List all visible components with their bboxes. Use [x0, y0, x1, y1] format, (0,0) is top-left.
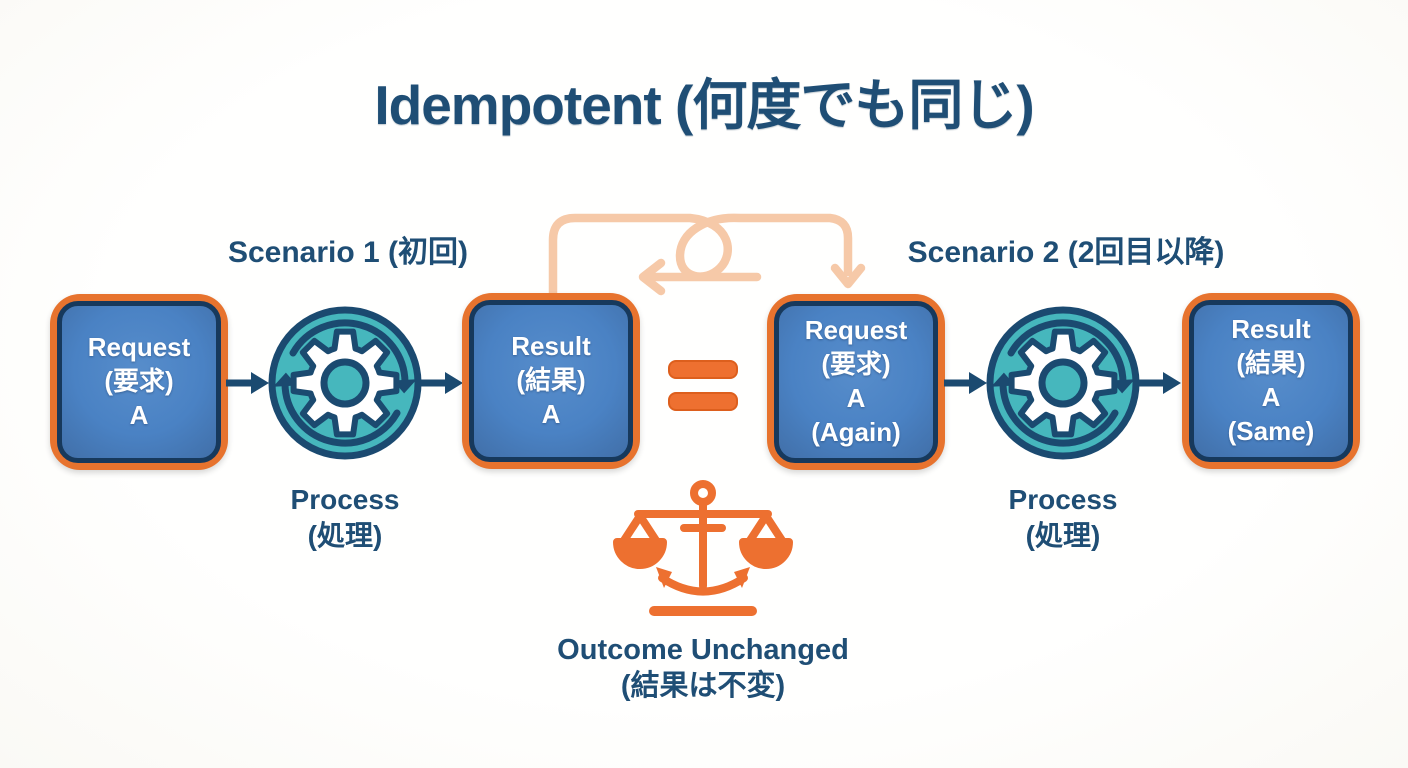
- result-a-same-box: Result (結果) A (Same): [1182, 293, 1360, 469]
- page-title: Idempotent (何度でも同じ): [374, 74, 1034, 136]
- process-cycle-gear-icon: [986, 306, 1140, 460]
- balance-scale-icon: [613, 480, 793, 616]
- flow-arrow-icon: [420, 372, 463, 394]
- result-a-box: Result (結果) A: [462, 293, 640, 469]
- scenario-2-label: Scenario 2 (2回目以降): [907, 236, 1225, 269]
- repeat-loop-arrow-icon: [548, 213, 866, 301]
- flow-arrow-icon: [226, 372, 269, 394]
- equals-sign-bottom-bar: [668, 392, 738, 411]
- result-a-box-label: Result (結果) A: [469, 300, 633, 462]
- process-label-1: Process (処理): [290, 484, 400, 551]
- flow-arrow-icon: [1138, 372, 1181, 394]
- outcome-unchanged-label: Outcome Unchanged (結果は不変): [557, 634, 849, 703]
- request-a-again-box: Request (要求) A (Again): [767, 294, 945, 470]
- equals-sign: [668, 360, 738, 415]
- request-a-box-label: Request (要求) A: [57, 301, 221, 463]
- request-a-box: Request (要求) A: [50, 294, 228, 470]
- process-cycle-gear-icon: [268, 306, 422, 460]
- flow-arrow-icon: [944, 372, 987, 394]
- process-label-2: Process (処理): [1008, 484, 1118, 551]
- equals-sign-top-bar: [668, 360, 738, 379]
- request-a-again-box-label: Request (要求) A (Again): [774, 301, 938, 463]
- result-a-same-box-label: Result (結果) A (Same): [1189, 300, 1353, 462]
- scenario-1-label: Scenario 1 (初回): [227, 236, 469, 269]
